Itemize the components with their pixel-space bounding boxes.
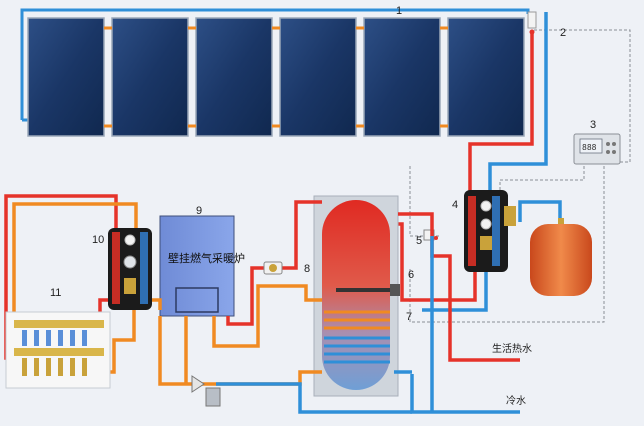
solar-panel (279, 17, 357, 137)
heating-distribution-station (108, 228, 152, 310)
solar-panel (195, 17, 273, 137)
mixing-valve (263, 261, 283, 275)
solar-panel (447, 17, 525, 137)
boiler-pipes (158, 200, 412, 414)
floor-heating-manifold (5, 311, 111, 389)
solar-pump-station (464, 190, 516, 272)
safety-valve-group (191, 375, 221, 407)
label-10: 10 (92, 234, 104, 246)
solar-panel (363, 17, 441, 137)
boiler-label: 壁挂燃气采暖炉 (168, 251, 245, 265)
tank-sensor (423, 229, 438, 241)
solar-panel (27, 17, 105, 137)
label-2: 2 (560, 27, 566, 39)
label-4: 4 (452, 199, 458, 211)
storage-tank (313, 195, 400, 397)
expansion-tank (530, 218, 592, 296)
wall-hung-gas-boiler: 壁挂燃气采暖炉 (159, 215, 245, 317)
label-6: 6 (408, 269, 414, 281)
label-8: 8 (304, 263, 310, 275)
label-3: 3 (590, 119, 596, 131)
solar-panel (111, 17, 189, 137)
solar-controller: 888 (573, 133, 621, 165)
label-1: 1 (396, 5, 402, 17)
hot-water-label: 生活热水 (492, 342, 532, 355)
label-11: 11 (50, 287, 61, 299)
label-9: 9 (196, 205, 202, 217)
cold-water-label: 冷水 (506, 394, 526, 407)
solar-loop-pipes (372, 12, 562, 312)
controller-display: 888 (582, 143, 597, 152)
label-7: 7 (406, 311, 412, 323)
solar-collector-array (27, 17, 525, 137)
collector-temperature-sensor (527, 11, 537, 35)
domestic-hot-water-pipe (398, 212, 520, 362)
label-5: 5 (416, 235, 422, 247)
